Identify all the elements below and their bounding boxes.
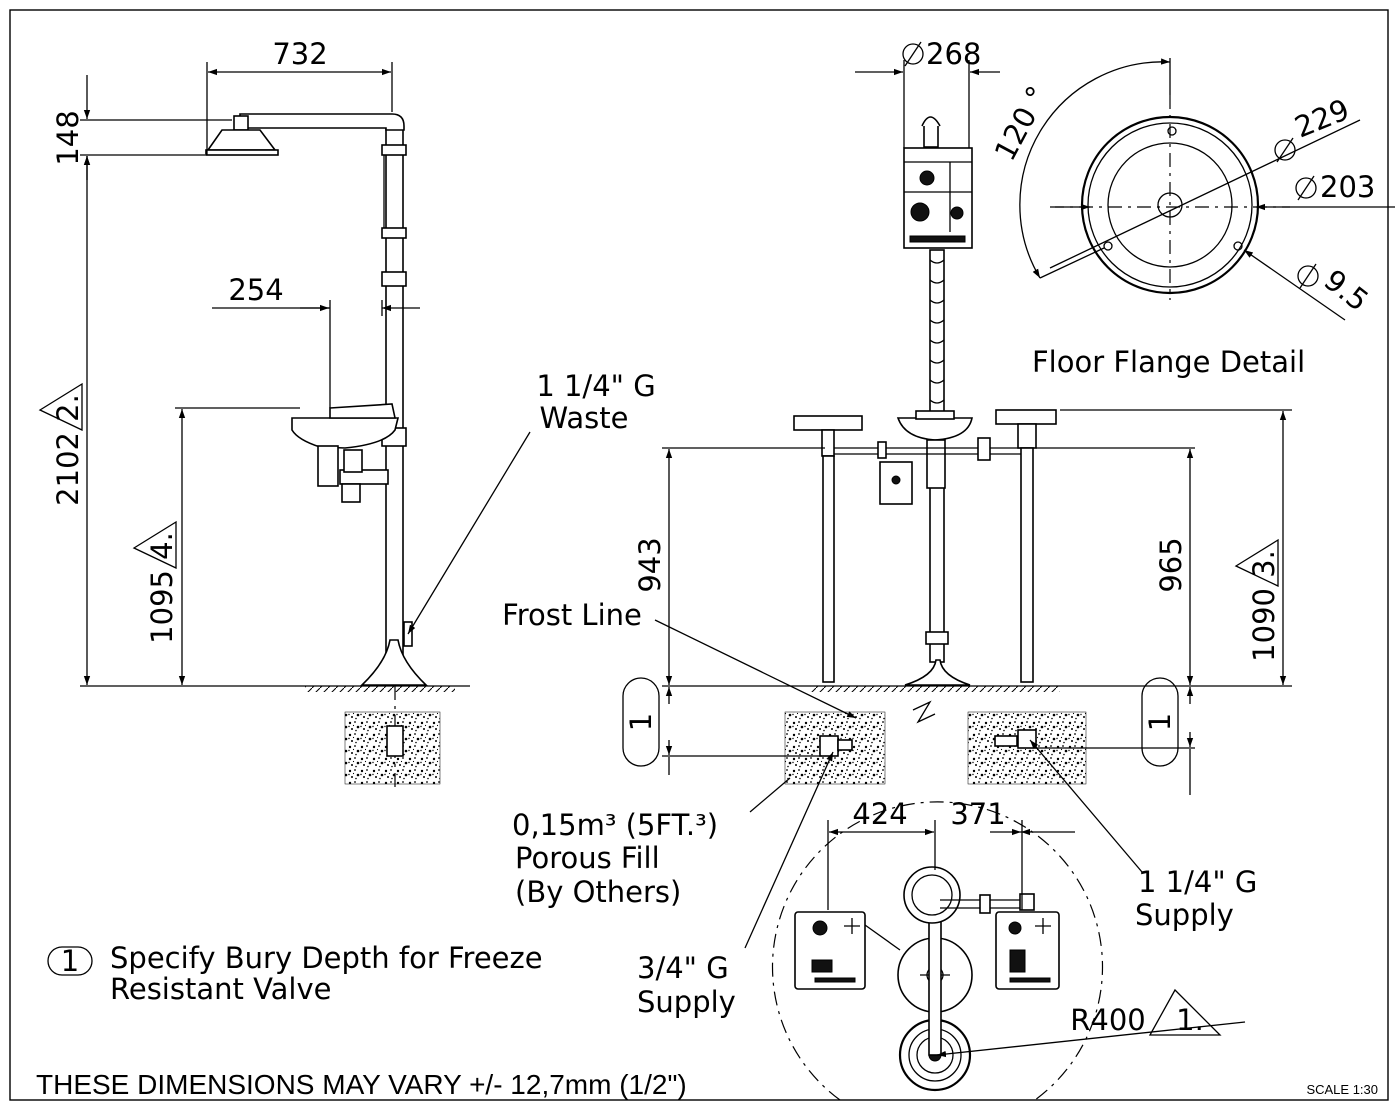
note-ref-3: 3. (1247, 550, 1281, 578)
dim-radius: R400 (1070, 1003, 1146, 1037)
dim-plan-left: 424 (852, 797, 907, 831)
dim-valve-height-left: 943 (633, 537, 667, 592)
fill-label-line1: 0,15m³ (5FT.³) (512, 808, 718, 842)
note-ref-2: 2. (51, 394, 85, 422)
supply-large-line1: 1 1/4" G (1138, 865, 1257, 899)
dim-hole: 9.5 (1318, 263, 1375, 318)
supply-small-line1: 3/4" G (637, 951, 729, 985)
supply-large-line2: Supply (1135, 898, 1234, 932)
dim-valve-height-right: 965 (1154, 537, 1188, 592)
waste-label-line1: 1 1/4" G (536, 369, 655, 403)
dim-flange-inner: 203 (1320, 170, 1375, 204)
front-elevation (662, 116, 1292, 785)
note-ref-4: 4. (145, 532, 179, 560)
waste-label-line2: Waste (540, 401, 629, 435)
fill-label-line3: (By Others) (515, 875, 681, 909)
plan-view (771, 801, 1104, 1101)
dim-bowl-height-right: 1090 (1247, 588, 1281, 662)
tolerance-note: THESE DIMENSIONS MAY VARY +/- 12,7mm (1/… (36, 1069, 687, 1100)
floor-flange-detail (1019, 58, 1395, 321)
bury-depth-left: 1 (624, 713, 658, 731)
frost-line-label: Frost Line (502, 598, 642, 632)
dim-shower-reach: 732 (272, 37, 327, 71)
note-marker: 1 (61, 944, 79, 978)
supply-small-line2: Supply (637, 985, 736, 1019)
note-ref-1: 1. (1176, 1003, 1204, 1037)
dim-plan-right: 371 (950, 797, 1005, 831)
drawing-border (9, 9, 1389, 1101)
floor-flange-title: Floor Flange Detail (1032, 345, 1305, 379)
side-elevation (80, 113, 470, 790)
note-line2: Resistant Valve (110, 972, 332, 1006)
dim-bowl-height-left: 1095 (145, 570, 179, 644)
fill-label-line2: Porous Fill (515, 841, 660, 875)
note-line1: Specify Bury Depth for Freeze (110, 941, 543, 975)
dim-eyewash-offset: 254 (228, 273, 283, 307)
dim-bowl-diameter: 268 (926, 37, 981, 71)
dim-overall-height: 2102 (51, 432, 85, 506)
scale-label: SCALE 1:30 (1306, 1082, 1378, 1097)
dim-flange-outer: 229 (1290, 92, 1354, 144)
dim-shower-head-height: 148 (51, 110, 85, 165)
bury-depth-right: 1 (1143, 713, 1177, 731)
